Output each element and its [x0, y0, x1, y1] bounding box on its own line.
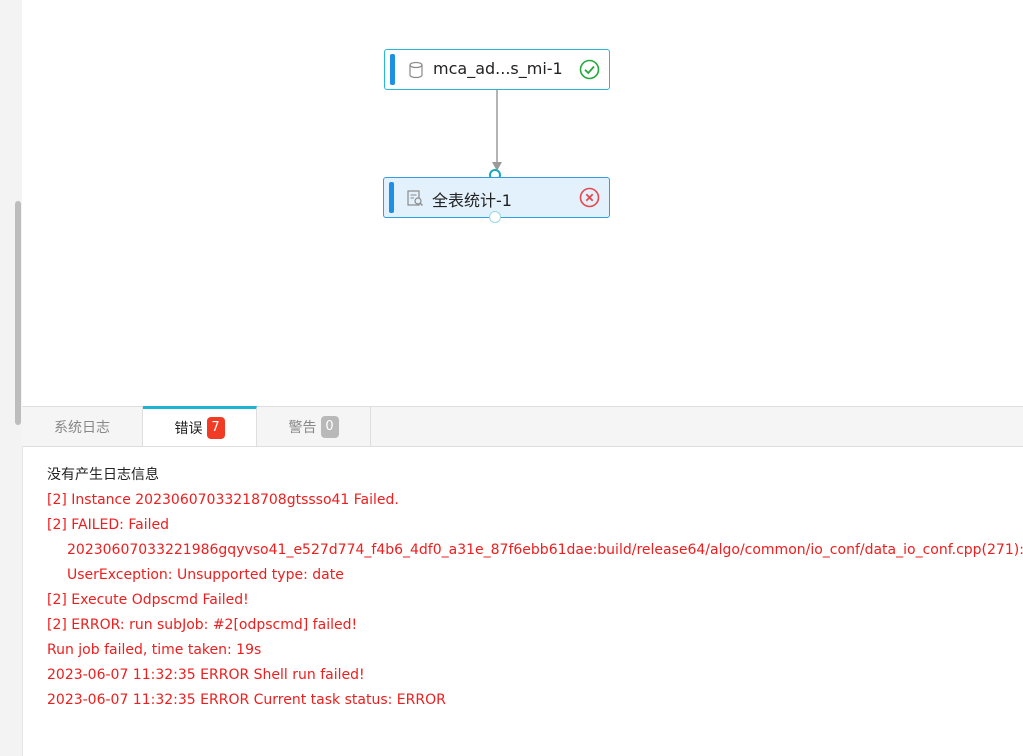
log-line: 没有产生日志信息	[47, 467, 159, 483]
database-icon	[409, 61, 423, 79]
node-label: 全表统计-1	[432, 191, 512, 210]
node-accent-bar	[389, 182, 394, 213]
log-tab-bar: 系统日志 错误 7 警告 0	[22, 406, 1023, 447]
vertical-scrollbar[interactable]	[15, 201, 21, 425]
tab-label: 错误	[174, 420, 203, 437]
error-x-icon	[579, 187, 600, 208]
log-line: UserException: Unsupported type: date	[67, 567, 344, 583]
tab-warnings[interactable]: 警告 0	[257, 407, 371, 446]
log-line: 2023-06-07 11:32:35 ERROR Current task s…	[47, 692, 446, 708]
table-search-icon	[407, 190, 423, 206]
success-check-icon	[579, 59, 600, 80]
log-line: 2023-06-07 11:32:35 ERROR Shell run fail…	[47, 667, 365, 683]
tab-system-log[interactable]: 系统日志	[22, 407, 143, 446]
log-line: 20230607033221986gqyvso41_e527d774_f4b6_…	[67, 542, 1023, 558]
tab-label: 系统日志	[54, 419, 110, 436]
source-table-node[interactable]: mca_ad...s_mi-1	[384, 49, 610, 90]
node-accent-bar	[390, 54, 395, 85]
log-line: [2] ERROR: run subJob: #2[odpscmd] faile…	[47, 617, 358, 633]
tab-errors[interactable]: 错误 7	[143, 406, 257, 446]
error-log-panel: 没有产生日志信息 [2] Instance 20230607033218708g…	[47, 463, 1023, 713]
output-port[interactable]	[489, 211, 501, 223]
warning-count-badge: 0	[320, 415, 339, 438]
workflow-canvas[interactable]: mca_ad...s_mi-1 全表统计-1	[22, 0, 1023, 406]
connector-edge	[492, 90, 502, 171]
log-line: [2] Instance 20230607033218708gtssso41 F…	[47, 492, 399, 508]
log-line: [2] FAILED: Failed	[47, 517, 169, 533]
node-label: mca_ad...s_mi-1	[433, 59, 563, 78]
tab-label: 警告	[288, 419, 317, 436]
log-line: Run job failed, time taken: 19s	[47, 642, 262, 658]
error-count-badge: 7	[206, 416, 225, 439]
log-line: [2] Execute Odpscmd Failed!	[47, 592, 249, 608]
